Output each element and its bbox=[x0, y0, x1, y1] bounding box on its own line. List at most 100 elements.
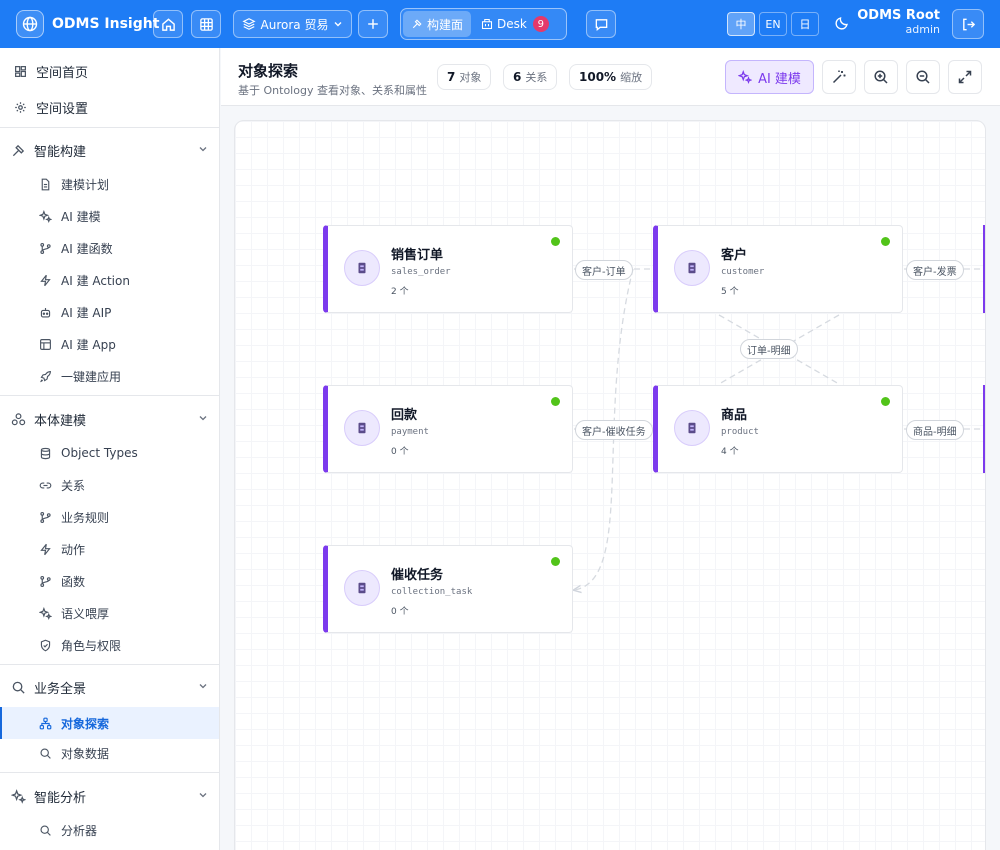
ai-modeling-label: AI 建模 bbox=[758, 71, 801, 87]
graph-canvas[interactable]: 客户-订单 客户-发票 订单-明细 客户-催收任务 商品-明细 销售订单 sal… bbox=[234, 120, 986, 850]
sidebar-item-semantic-feed[interactable]: 语义喂厚 bbox=[0, 597, 219, 629]
link-icon bbox=[37, 477, 53, 493]
object-name: 回款 bbox=[391, 408, 418, 423]
sidebar-group-ontology[interactable]: 本体建模 bbox=[0, 403, 219, 435]
zoom-out-button[interactable] bbox=[906, 60, 940, 94]
object-node-offscreen[interactable] bbox=[983, 385, 985, 473]
mode-build[interactable]: 构建面 bbox=[403, 11, 472, 37]
boxes-icon bbox=[10, 411, 26, 427]
object-count: 0 个 bbox=[391, 447, 409, 457]
zoom-in-button[interactable] bbox=[864, 60, 898, 94]
chevron-down-icon bbox=[199, 147, 207, 152]
status-dot bbox=[881, 237, 890, 246]
object-count: 2 个 bbox=[391, 287, 409, 297]
object-type-icon bbox=[344, 570, 380, 606]
object-node-offscreen[interactable] bbox=[983, 225, 985, 313]
ai-modeling-button[interactable]: AI 建模 bbox=[725, 60, 814, 94]
workspace-select[interactable]: Aurora 贸易 bbox=[233, 10, 352, 38]
object-api-name: product bbox=[721, 427, 759, 437]
zoom-out-icon bbox=[916, 70, 930, 84]
plus-icon bbox=[368, 19, 378, 29]
divider bbox=[0, 127, 219, 128]
page-subtitle: 基于 Ontology 查看对象、关系和属性 bbox=[238, 84, 427, 97]
sidebar-item-object-explore[interactable]: 对象探索 bbox=[0, 707, 219, 739]
edge-label[interactable]: 订单-明细 bbox=[740, 339, 798, 359]
dashboard-icon bbox=[12, 63, 28, 79]
magic-wand-button[interactable] bbox=[822, 60, 856, 94]
edge-to-collection bbox=[574, 268, 634, 590]
search-icon bbox=[37, 745, 53, 761]
bolt-icon bbox=[37, 272, 53, 288]
divider bbox=[0, 664, 219, 665]
notification-badge: 9 bbox=[532, 16, 549, 32]
lang-en[interactable]: EN bbox=[759, 12, 787, 36]
sidebar-item-roles[interactable]: 角色与权限 bbox=[0, 629, 219, 661]
sidebar-item-ai-aip[interactable]: AI 建 AIP bbox=[0, 296, 219, 328]
layout-icon bbox=[37, 336, 53, 352]
layers-icon bbox=[242, 18, 256, 30]
object-node-payment[interactable]: 回款 payment 0 个 bbox=[323, 385, 573, 473]
sidebar-item-space-settings[interactable]: 空间设置 bbox=[0, 91, 219, 123]
building-icon bbox=[481, 18, 493, 30]
sidebar-item-label: AI 建 App bbox=[61, 337, 116, 352]
object-node-product[interactable]: 商品 product 4 个 bbox=[653, 385, 903, 473]
sidebar-group-smart-build[interactable]: 智能构建 bbox=[0, 134, 219, 166]
sidebar-group-business-overview[interactable]: 业务全景 bbox=[0, 671, 219, 703]
home-button[interactable] bbox=[153, 10, 183, 38]
sidebar-item-space-home[interactable]: 空间首页 bbox=[0, 55, 219, 87]
object-node-sales-order[interactable]: 销售订单 sales_order 2 个 bbox=[323, 225, 573, 313]
workspace-name: Aurora 贸易 bbox=[260, 17, 329, 32]
moon-icon[interactable] bbox=[834, 15, 850, 35]
sidebar-group-smart-analysis[interactable]: 智能分析 bbox=[0, 780, 219, 812]
stat-label: 对象 bbox=[459, 71, 482, 84]
sidebar-item-analyzer[interactable]: 分析器 bbox=[0, 814, 219, 846]
sidebar-item-label: 建模计划 bbox=[61, 177, 110, 192]
sidebar-item-modeling-plan[interactable]: 建模计划 bbox=[0, 168, 219, 200]
object-type-icon bbox=[344, 410, 380, 446]
edge-label[interactable]: 客户-订单 bbox=[575, 260, 633, 280]
edge-label[interactable]: 商品-明细 bbox=[906, 420, 964, 440]
lang-zh[interactable]: 中 bbox=[727, 12, 755, 36]
zoom-in-icon bbox=[874, 70, 888, 84]
logout-button[interactable] bbox=[952, 9, 984, 39]
sidebar-item-relations[interactable]: 关系 bbox=[0, 469, 219, 501]
divider bbox=[0, 772, 219, 773]
sidebar-group-label: 智能构建 bbox=[34, 144, 87, 160]
edge-label[interactable]: 客户-催收任务 bbox=[575, 420, 653, 440]
add-button[interactable] bbox=[358, 10, 388, 38]
sidebar-item-one-click-app[interactable]: 一键建应用 bbox=[0, 360, 219, 392]
search-icon bbox=[10, 679, 26, 695]
logout-icon bbox=[962, 18, 975, 30]
sidebar-item-object-data[interactable]: 对象数据 bbox=[0, 737, 219, 769]
sidebar-item-label: AI 建 AIP bbox=[61, 305, 112, 320]
branch-icon bbox=[37, 240, 53, 256]
sidebar-item-ai-action[interactable]: AI 建 Action bbox=[0, 264, 219, 296]
grid-button[interactable] bbox=[191, 10, 221, 38]
branch-icon bbox=[37, 573, 53, 589]
sidebar-item-business-rules[interactable]: 业务规则 bbox=[0, 501, 219, 533]
user-name: ODMS Root bbox=[857, 8, 940, 23]
sidebar-item-object-types[interactable]: Object Types bbox=[0, 437, 219, 469]
edge-label[interactable]: 客户-发票 bbox=[906, 260, 964, 280]
gear-icon bbox=[12, 99, 28, 115]
sidebar-item-ai-function[interactable]: AI 建函数 bbox=[0, 232, 219, 264]
object-type-icon bbox=[674, 410, 710, 446]
sidebar-item-actions[interactable]: 动作 bbox=[0, 533, 219, 565]
sidebar-item-ai-app[interactable]: AI 建 App bbox=[0, 328, 219, 360]
chat-button[interactable] bbox=[586, 10, 616, 38]
lang-ja[interactable]: 日 bbox=[791, 12, 819, 36]
sidebar-item-functions[interactable]: 函数 bbox=[0, 565, 219, 597]
mode-build-label: 构建面 bbox=[427, 17, 464, 32]
top-bar: ODMS Insight Aurora 贸易 构建面 Desk 9 中 EN 日… bbox=[0, 0, 1000, 48]
mode-desk[interactable]: Desk 9 bbox=[473, 11, 557, 37]
sidebar-item-label: 角色与权限 bbox=[61, 638, 122, 653]
object-node-customer[interactable]: 客户 customer 5 个 bbox=[653, 225, 903, 313]
hammer-icon bbox=[10, 142, 26, 158]
sidebar-item-ai-modeling[interactable]: AI 建模 bbox=[0, 200, 219, 232]
app-logo[interactable]: ODMS Insight bbox=[16, 10, 159, 38]
sidebar-item-label: 分析器 bbox=[61, 823, 98, 838]
object-node-collection-task[interactable]: 催收任务 collection_task 0 个 bbox=[323, 545, 573, 633]
sidebar-item-label: AI 建函数 bbox=[61, 241, 113, 256]
fullscreen-button[interactable] bbox=[948, 60, 982, 94]
